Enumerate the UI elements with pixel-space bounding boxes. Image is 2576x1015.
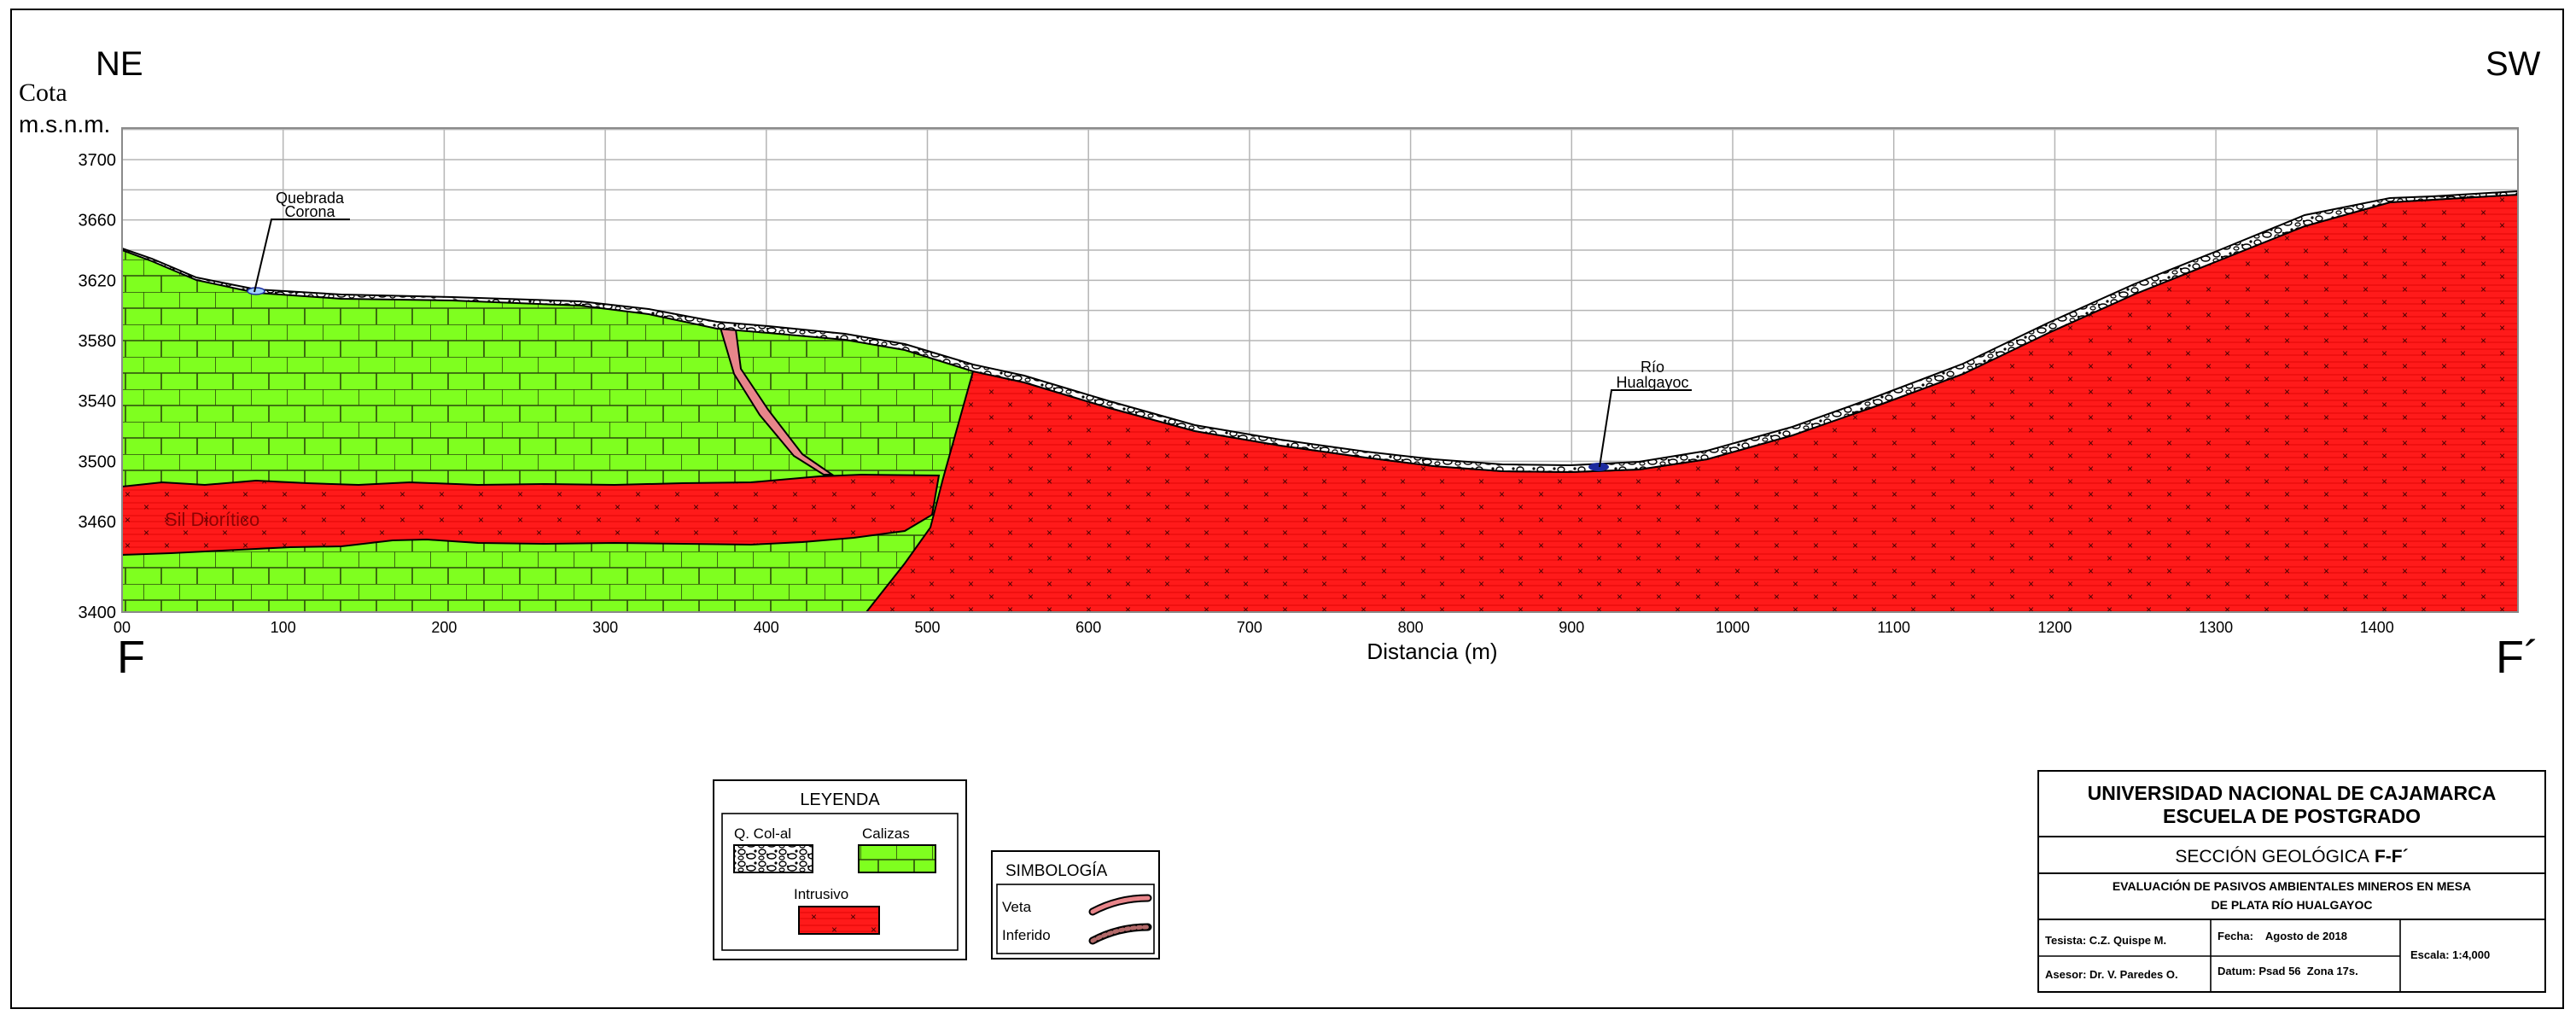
x-tick-label: 1200 <box>2037 619 2072 636</box>
x-tick-label: 300 <box>592 619 618 636</box>
legend-title: LEYENDA <box>800 790 880 809</box>
label-quebrada: Quebrada <box>276 190 345 207</box>
leader-quebrada <box>254 219 350 293</box>
symbology-box: SIMBOLOGÍA Veta Inferido <box>991 850 1160 960</box>
plot-border <box>121 127 2519 613</box>
x-tick-label: 1000 <box>1716 619 1750 636</box>
sil-dioritico-body <box>122 473 941 557</box>
section-start-f: F <box>117 632 145 683</box>
title-section-prefix: SECCIÓN GEOLÓGICA <box>2175 847 2369 866</box>
x-tick-label: 600 <box>1075 619 1101 636</box>
quebrada-corona-water <box>247 287 265 295</box>
rio-hualgayoc-water <box>1588 463 1609 471</box>
x-axis-ticks: 00 100 200 300 400 500 600 700 800 900 1000 1100 120… <box>114 619 2394 636</box>
symbology-veta-label: Veta <box>1002 899 1032 915</box>
x-tick-label: 1300 <box>2199 619 2233 636</box>
col-al-cover <box>122 190 2518 474</box>
label-hualgayoc: Hualgayoc <box>1616 374 1688 391</box>
legend-box: LEYENDA Q. Col-al Calizas Intrusivo <box>713 779 967 960</box>
legend-calizas-label: Calizas <box>862 825 910 842</box>
legend-calizas-swatch <box>858 844 936 873</box>
legend-intrusivo-label: Intrusivo <box>794 886 848 902</box>
y-tick-label: 3540 <box>79 393 117 411</box>
symbology-inferido-label: Inferido <box>1002 927 1051 943</box>
x-tick-label: 200 <box>431 619 457 636</box>
title-escala: Escala: 1:4,000 <box>2410 948 2490 961</box>
y-tick-label: 3500 <box>79 452 117 471</box>
title-asesor: Asesor: Dr. V. Paredes O. <box>2045 968 2178 981</box>
symbology-veta-fill <box>1090 895 1151 914</box>
x-tick-label: 1400 <box>2360 619 2394 636</box>
title-datum: Datum: Psad 56 Zona 17s. <box>2218 965 2358 977</box>
y-tick-label: 3580 <box>79 332 117 351</box>
y-axis-title-cota: Cota <box>19 79 67 107</box>
y-tick-label: 3400 <box>79 604 117 622</box>
legend-col-al-label: Q. Col-al <box>734 825 791 842</box>
title-block: UNIVERSIDAD NACIONAL DE CAJAMARCA ESCUEL… <box>2037 770 2546 993</box>
title-project-line2: DE PLATA RÍO HUALGAYOC <box>2211 898 2372 912</box>
orientation-ne: NE <box>96 45 143 83</box>
geology-layers <box>122 190 2518 612</box>
orientation-sw: SW <box>2486 45 2541 83</box>
label-corona: Corona <box>284 203 335 220</box>
drawing-frame <box>10 9 2564 1009</box>
x-tick-label: 400 <box>754 619 779 636</box>
title-university: UNIVERSIDAD NACIONAL DE CAJAMARCA <box>2088 782 2497 804</box>
symbology-title: SIMBOLOGÍA <box>1005 862 1108 880</box>
y-tick-label: 3460 <box>79 513 117 532</box>
y-tick-label: 3700 <box>79 151 117 170</box>
y-axis-ticks: 3400 3460 3500 3540 3580 3620 3660 3700 <box>79 151 117 622</box>
legend-intrusivo-swatch <box>798 906 880 935</box>
label-rio: Río <box>1641 359 1664 376</box>
x-axis-title: Distancia (m) <box>1367 639 1497 664</box>
label-sil-dioritico: Sil Diorítico <box>165 509 259 530</box>
title-project-line1: EVALUACIÓN DE PASIVOS AMBIENTALES MINERO… <box>2113 878 2471 893</box>
title-fecha: Fecha: Agosto de 2018 <box>2218 930 2347 942</box>
y-tick-label: 3620 <box>79 271 117 290</box>
x-tick-label: 00 <box>114 619 131 636</box>
title-section-code: F-F´ <box>2375 847 2409 866</box>
veta-body <box>719 326 836 475</box>
section-end-f-prime: F´ <box>2496 632 2539 683</box>
x-tick-label: 900 <box>1559 619 1584 636</box>
legend-col-al-swatch <box>733 844 813 873</box>
x-tick-label: 800 <box>1398 619 1424 636</box>
y-axis-title-msnm: m.s.n.m. <box>19 111 110 137</box>
x-tick-label: 500 <box>914 619 940 636</box>
x-tick-label: 1100 <box>1877 619 1910 636</box>
title-tesista: Tesista: C.Z. Quispe M. <box>2045 934 2166 947</box>
symbology-inferido-fill <box>1090 925 1151 943</box>
title-school: ESCUELA DE POSTGRADO <box>2163 805 2421 827</box>
y-tick-label: 3660 <box>79 212 117 230</box>
x-tick-label: 100 <box>271 619 296 636</box>
title-section: SECCIÓN GEOLÓGICA F-F´ <box>2175 847 2408 866</box>
x-tick-label: 700 <box>1237 619 1262 636</box>
leader-rio <box>1599 389 1692 468</box>
